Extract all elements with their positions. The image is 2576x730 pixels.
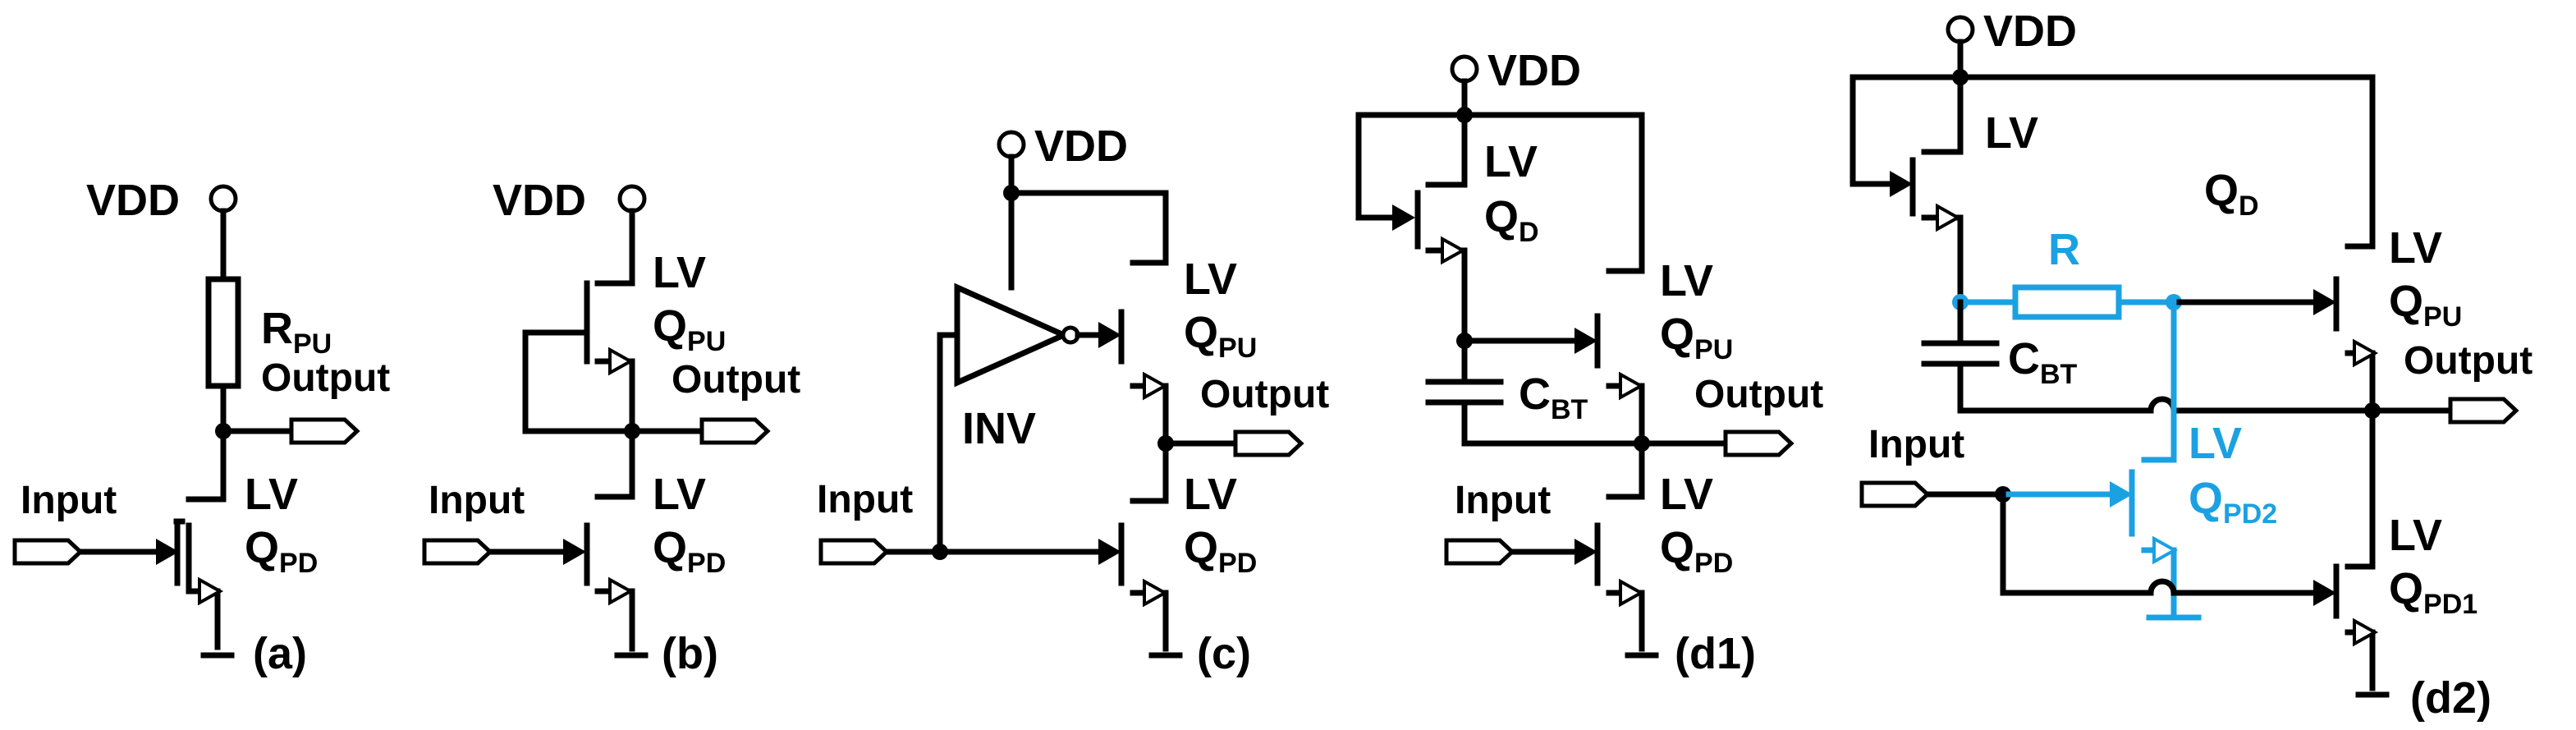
svg-text:QPD: QPD xyxy=(1184,523,1257,579)
output-label: Output xyxy=(672,358,800,402)
panel-a: VDD RPU Output Input LV QPD (a) xyxy=(12,176,390,678)
qpd-label: Q xyxy=(1660,523,1694,572)
panel-b: VDD Output LV QPU Input LV QPD (b) xyxy=(422,176,800,678)
vdd-terminal xyxy=(1946,15,1975,44)
panel-caption: (d1) xyxy=(1675,629,1756,678)
panel-caption: (d2) xyxy=(2410,673,2491,723)
qpd-label: Q xyxy=(1184,523,1218,572)
vdd-label: VDD xyxy=(493,176,586,225)
emitter-arrow xyxy=(198,576,224,606)
lv-label: LV xyxy=(2389,223,2442,273)
vdd-terminal xyxy=(209,184,238,213)
rpu-label: R xyxy=(261,304,293,353)
output-port xyxy=(289,417,360,445)
input-label: Input xyxy=(1455,479,1551,522)
lv-label: LV xyxy=(1985,108,2038,158)
vdd-label: VDD xyxy=(1487,46,1581,95)
panel-caption: (c) xyxy=(1197,629,1251,678)
lv-label: LV xyxy=(2389,511,2442,560)
vdd-terminal xyxy=(617,184,647,213)
svg-text:QPD: QPD xyxy=(1660,523,1733,579)
lv-label: LV xyxy=(653,248,706,297)
inv-label: INV xyxy=(962,404,1036,453)
svg-text:QPD: QPD xyxy=(245,523,318,579)
input-port xyxy=(1859,480,1931,508)
resistor-r xyxy=(2012,284,2122,320)
svg-text:RPU: RPU xyxy=(261,304,332,360)
qd-label: Q xyxy=(1484,192,1519,241)
input-port xyxy=(1444,538,1515,566)
panel-d1: VDD LV QD CBT Output LV QPU xyxy=(1355,46,1823,678)
input-label: Input xyxy=(817,478,913,521)
output-port xyxy=(699,417,771,445)
vdd-terminal xyxy=(1450,54,1479,84)
svg-text:QPD2: QPD2 xyxy=(2189,474,2277,530)
svg-text:CBT: CBT xyxy=(1519,370,1588,425)
input-label: Input xyxy=(429,479,525,522)
output-port xyxy=(1723,429,1794,457)
qpd2-label: Q xyxy=(2189,474,2223,523)
output-label: Output xyxy=(1694,373,1823,416)
vdd-label: VDD xyxy=(1034,122,1128,171)
output-label: Output xyxy=(1200,373,1329,416)
panel-caption: (b) xyxy=(662,629,718,678)
output-label: Output xyxy=(261,356,390,400)
panel-caption: (a) xyxy=(253,629,307,678)
svg-text:QD: QD xyxy=(1484,192,1539,248)
inverter xyxy=(954,282,1071,388)
output-port xyxy=(2448,397,2519,425)
qpu-label: Q xyxy=(2389,277,2423,326)
qpu-label: Q xyxy=(653,301,687,351)
lv-label: LV xyxy=(1184,255,1237,304)
input-port xyxy=(422,538,493,566)
pull-up-resistor xyxy=(205,276,241,389)
svg-text:QPU: QPU xyxy=(653,301,726,357)
svg-text:QPU: QPU xyxy=(2389,277,2462,333)
svg-text:QPD1: QPD1 xyxy=(2389,564,2477,620)
output-label: Output xyxy=(2404,339,2532,383)
lv-label: LV xyxy=(1484,137,1538,186)
svg-text:QPU: QPU xyxy=(1184,308,1257,364)
input-label: Input xyxy=(1868,423,1964,466)
qpd-label: Q xyxy=(245,523,279,572)
lv-label: LV xyxy=(653,470,706,519)
svg-text:QPD: QPD xyxy=(653,523,726,579)
lv-label: LV xyxy=(245,470,298,519)
svg-text:QPU: QPU xyxy=(1660,310,1733,365)
cbt-label: C xyxy=(2008,334,2040,383)
cbt-label: C xyxy=(1519,370,1551,419)
output-port xyxy=(1233,429,1304,457)
qd-label: Q xyxy=(2204,166,2239,215)
input-label: Input xyxy=(21,479,117,522)
qpu-label: Q xyxy=(1184,308,1218,357)
lv-label: LV xyxy=(1660,256,1713,305)
panel-d2: VDD LV QD R LV QPU CBT xyxy=(1849,7,2532,723)
input-port xyxy=(12,538,84,566)
qpd-label: Q xyxy=(653,523,687,572)
lv-label: LV xyxy=(1184,470,1237,519)
lv-label: LV xyxy=(1660,470,1713,519)
input-port xyxy=(818,538,890,566)
vdd-label: VDD xyxy=(1983,7,2077,56)
lv-label: LV xyxy=(2189,419,2242,468)
svg-text:QD: QD xyxy=(2204,166,2259,222)
panel-c: VDD INV Output LV QPU Input LV QPD (c) xyxy=(817,122,1329,678)
r-label: R xyxy=(2048,225,2080,274)
qpu-label: Q xyxy=(1660,310,1694,359)
vdd-label: VDD xyxy=(86,176,180,225)
svg-text:CBT: CBT xyxy=(2008,334,2078,390)
vdd-terminal xyxy=(997,130,1026,159)
qpd1-label: Q xyxy=(2389,564,2423,613)
